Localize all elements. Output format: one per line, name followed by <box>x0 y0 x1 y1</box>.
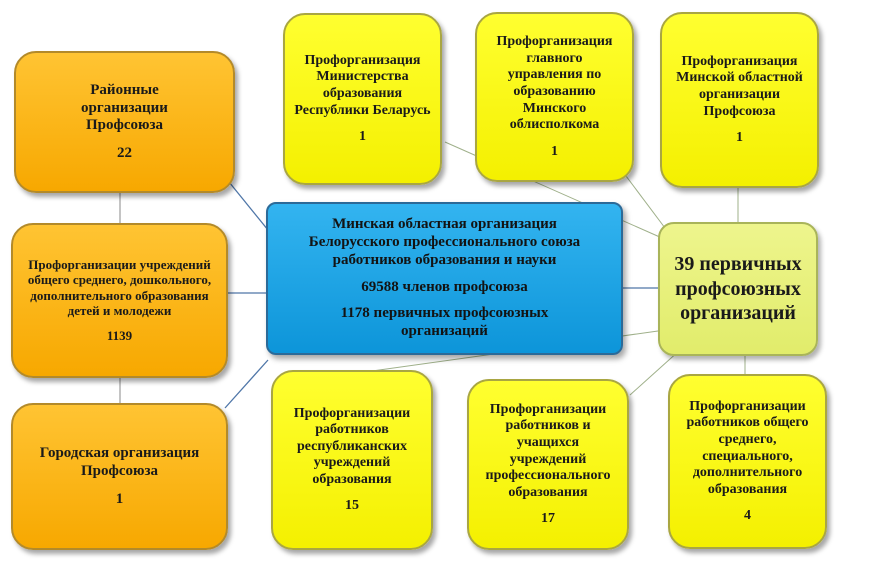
box-republican-institutions: Профорганизации работников республиканск… <box>271 370 433 550</box>
center-primary-orgs: 1178 первичных профсоюзных организаций <box>340 305 549 339</box>
general-schools-label: Профорганизации учреждений общего средне… <box>27 256 212 318</box>
primary-organizations-box: 39 первичных профсоюзных организаций <box>658 222 818 356</box>
box-district-organizations: Районные организации Профсоюза 22 <box>14 51 235 193</box>
central-organization-box: Минская областная организация Белорусско… <box>266 202 623 355</box>
vocational-count: 17 <box>541 511 555 527</box>
vocational-label: Профорганизации работников и учащихся уч… <box>485 401 611 500</box>
connector-center-district <box>224 176 269 231</box>
box-city-organization: Городская организация Профсоюза 1 <box>11 403 228 550</box>
main-department-label: Профорганизация главного управления по о… <box>496 34 613 133</box>
box-main-department: Профорганизация главного управления по о… <box>475 12 634 182</box>
regional-count: 1 <box>736 130 743 146</box>
ministry-label: Профорганизация Министерства образования… <box>294 52 431 118</box>
primary-organizations-label: 39 первичных профсоюзных организаций <box>674 253 802 325</box>
city-label: Городская организация Профсоюза <box>39 445 200 479</box>
republican-count: 15 <box>345 498 359 514</box>
center-line-3: работников образования и науки <box>332 251 557 268</box>
center-line-1: Минская областная организация <box>332 216 557 233</box>
regional-label: Профорганизация Минской областной органи… <box>676 53 803 119</box>
box-ministry: Профорганизация Министерства образования… <box>283 13 442 185</box>
district-label: Районные организации Профсоюза <box>81 81 168 134</box>
box-regional-organization: Профорганизация Минской областной органи… <box>660 12 819 188</box>
connector-primary-vocational <box>629 349 681 396</box>
ministry-count: 1 <box>359 129 366 145</box>
general-workers-count: 4 <box>744 508 751 524</box>
box-vocational-education: Профорганизации работников и учащихся уч… <box>467 379 629 550</box>
district-count: 22 <box>117 145 132 162</box>
general-schools-count: 1139 <box>106 328 133 344</box>
box-general-schools: Профорганизации учреждений общего средне… <box>11 223 228 378</box>
box-general-education-workers: Профорганизации работников общего средне… <box>668 374 827 549</box>
general-workers-label: Профорганизации работников общего средне… <box>686 398 809 497</box>
center-members: 69588 членов профсоюза <box>361 278 528 295</box>
connector-center-city <box>224 359 269 409</box>
center-line-2: Белорусского профессионального союза <box>308 234 581 251</box>
republican-label: Профорганизации работников республиканск… <box>293 405 411 487</box>
main-department-count: 1 <box>551 143 558 159</box>
city-count: 1 <box>115 490 124 507</box>
